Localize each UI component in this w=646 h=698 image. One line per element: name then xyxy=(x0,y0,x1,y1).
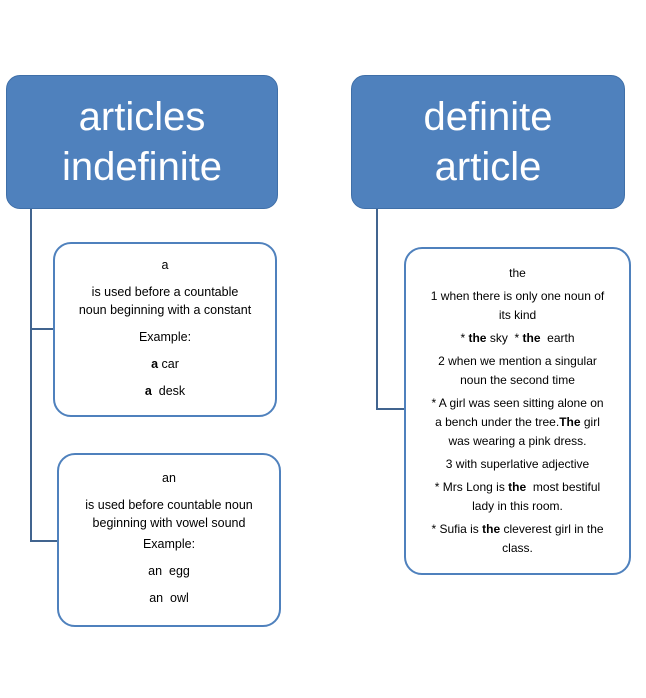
article-a-rule-line2: noun beginning with a constant xyxy=(78,302,252,317)
right-branch-the-line xyxy=(376,408,405,410)
rule1-example2-article: the xyxy=(522,331,541,345)
rule2-example-line2-article: The xyxy=(559,415,581,429)
article-an-example1-article: an xyxy=(148,564,163,578)
article-a-example-label: Example: xyxy=(138,329,192,344)
article-an-word: an xyxy=(162,471,176,485)
rule1-example1-prefix: * xyxy=(460,331,466,345)
right-trunk-line xyxy=(376,209,378,409)
article-a-example2-article: a xyxy=(144,383,152,398)
rule2-line2: noun the second time xyxy=(460,373,575,387)
article-a-example2: a desk xyxy=(145,384,185,399)
rule3-example2-post: cleverest girl in the xyxy=(503,522,604,536)
rule1-example1-article: the xyxy=(468,331,487,345)
article-an-example2: an owl xyxy=(149,591,189,606)
left-branch-a-line xyxy=(30,328,54,330)
rule3-line1: 3 with superlative adjective xyxy=(445,457,590,471)
rule2-example-line2: a bench under the tree.The girl xyxy=(435,415,600,430)
article-a-example1: a car xyxy=(151,357,179,372)
article-a-example2-noun: desk xyxy=(158,383,186,398)
rule3-example2-article: the xyxy=(482,522,501,536)
article-a-rule-line1: is used before a countable xyxy=(91,284,239,299)
left-branch-an-line xyxy=(30,540,58,542)
indefinite-header-line2: indefinite xyxy=(61,145,223,189)
rule1-examples: * the sky * the earth xyxy=(460,331,574,346)
rule2-example-line1: * A girl was seen sitting alone on xyxy=(431,396,604,410)
rule3-example1-line2: lady in this room. xyxy=(472,499,563,513)
article-an-example2-noun: owl xyxy=(170,591,189,605)
rule3-example2-line1: * Sufia is the cleverest girl in the xyxy=(431,522,603,537)
rule3-example2-prefix: * Sufia is xyxy=(431,522,479,536)
definite-article-header: definite article xyxy=(351,75,625,209)
rule1-example2-noun: earth xyxy=(547,331,575,345)
rule3-example1-prefix: * Mrs Long is xyxy=(434,480,505,494)
left-trunk-line xyxy=(30,209,32,542)
article-an-example1-noun: egg xyxy=(169,564,190,578)
definite-header-line1: definite xyxy=(423,95,553,139)
article-a-word: a xyxy=(161,257,169,272)
article-an-example1: an egg xyxy=(148,564,190,579)
rule2-example-line2-pre: a bench under the tree. xyxy=(435,415,560,429)
rule1-line2: its kind xyxy=(498,308,537,322)
definite-header-line2: article xyxy=(434,145,542,189)
rule3-example2-line2: class. xyxy=(502,541,533,555)
rule2-example-line2-post: girl xyxy=(583,415,600,429)
rule2-example-line3: was wearing a pink dress. xyxy=(448,434,587,448)
article-a-card: a is used before a countable noun beginn… xyxy=(53,242,277,417)
article-the-word: the xyxy=(509,266,526,280)
indefinite-header-line1: articles xyxy=(78,95,206,139)
rule3-example1-post: most bestiful xyxy=(532,480,601,494)
rule3-example1-line1: * Mrs Long is the most bestiful xyxy=(435,480,600,495)
rule1-line1: 1 when there is only one noun of xyxy=(430,289,605,303)
indefinite-articles-header: articles indefinite xyxy=(6,75,278,209)
rule3-example1-article: the xyxy=(508,480,527,494)
article-an-example-label: Example: xyxy=(142,537,196,551)
rule2-line1: 2 when we mention a singular xyxy=(438,354,597,368)
article-an-example2-article: an xyxy=(149,591,164,605)
article-a-example1-noun: car xyxy=(161,356,179,371)
article-an-rule-line1: is used before countable noun xyxy=(85,498,253,512)
rule1-example1-noun: sky xyxy=(489,331,508,345)
article-the-card: the 1 when there is only one noun of its… xyxy=(404,247,631,575)
article-an-rule-line2: beginning with vowel sound xyxy=(92,516,246,530)
rule1-example2-prefix: * xyxy=(514,331,520,345)
article-a-example1-article: a xyxy=(151,356,159,371)
article-an-card: an is used before countable noun beginni… xyxy=(57,453,281,627)
